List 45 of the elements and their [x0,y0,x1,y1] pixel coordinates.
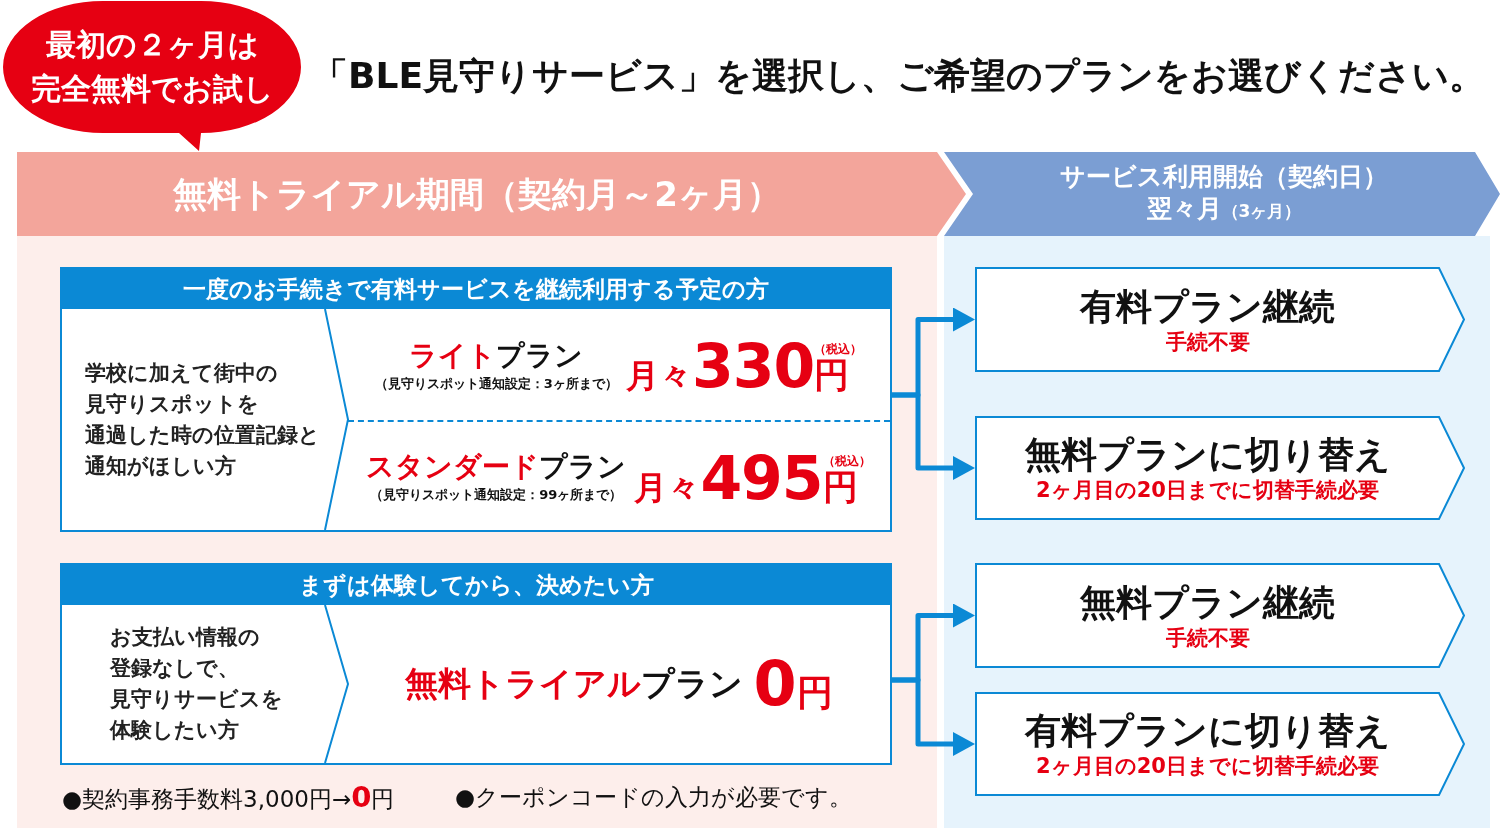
service-start-column [944,152,1500,828]
card-heading: 一度のお手続きで有料サービスを継続利用する予定の方 [62,269,890,309]
result-note: 2ヶ月目の20日までに切替手続必要 [1036,753,1379,779]
footnote: ●クーポンコードの入力が必要です。 [455,783,853,812]
plan-name: 無料トライアルプラン [405,663,744,705]
trial-period-column [17,152,967,828]
connector-arrow [892,392,975,480]
currency-label: 円 [796,671,833,715]
footnote: ●契約事務手数料3,000円→0円 [62,781,395,815]
page-title: 「BLE見守りサービス」を選択し、ご希望のプランをお選びください。 [312,54,1485,98]
result-note: 手続不要 [1165,624,1250,651]
plan-note: （見守りスポット通知設定：3ヶ所まで） [374,374,618,393]
arrow-shaped-box [975,416,1465,520]
card-description: お支払い情報の登録なしで、見守りサービスを体験したい方 [110,624,283,744]
tax-note: （税込） [822,453,871,468]
column-heading: サービス利用開始（契約日） [1060,161,1388,193]
result-title: 無料プランに切り替え [1024,433,1391,477]
plan-card [60,267,892,532]
period-note: （3ヶ月） [1221,200,1302,223]
column-subheading: 翌々月 [1146,193,1222,225]
bubble-text: 最初の２ヶ月は完全無料でお試し [29,26,275,108]
arrow-shaped-box [975,692,1465,796]
arrow-shaped-box [975,563,1465,668]
arrow-shaped-box [975,267,1465,372]
column-heading: 無料トライアル期間（契約月～2ヶ月） [173,172,781,216]
monthly-label: 月々 [634,466,701,509]
connector-arrow [892,677,975,756]
plan-card [60,563,892,765]
result-title: 無料プラン継続 [1080,580,1335,625]
plan-note: （見守りスポット通知設定：99ヶ所まで） [370,486,623,504]
price-amount: 330 [691,342,815,390]
plan-name: ライトプラン [409,337,584,374]
card-description: 学校に加えて街中の見守りスポットを通過した時の位置記録と通知がほしい方 [85,359,321,480]
tax-note: （税込） [814,342,863,356]
card-heading: まずは体験してから、決めたい方 [62,565,890,605]
result-note: 手続不要 [1165,328,1250,355]
plan-name: スタンダードプラン [366,449,627,485]
result-title: 有料プラン継続 [1080,284,1335,329]
currency-label: 円 [814,355,850,395]
result-note: 2ヶ月目の20日までに切替手続必要 [1036,477,1379,503]
monthly-label: 月々 [625,355,692,397]
currency-label: 円 [822,466,858,507]
price-amount: 495 [700,453,823,502]
result-title: 有料プランに切り替え [1024,709,1391,753]
price-amount: 0 [753,653,797,715]
